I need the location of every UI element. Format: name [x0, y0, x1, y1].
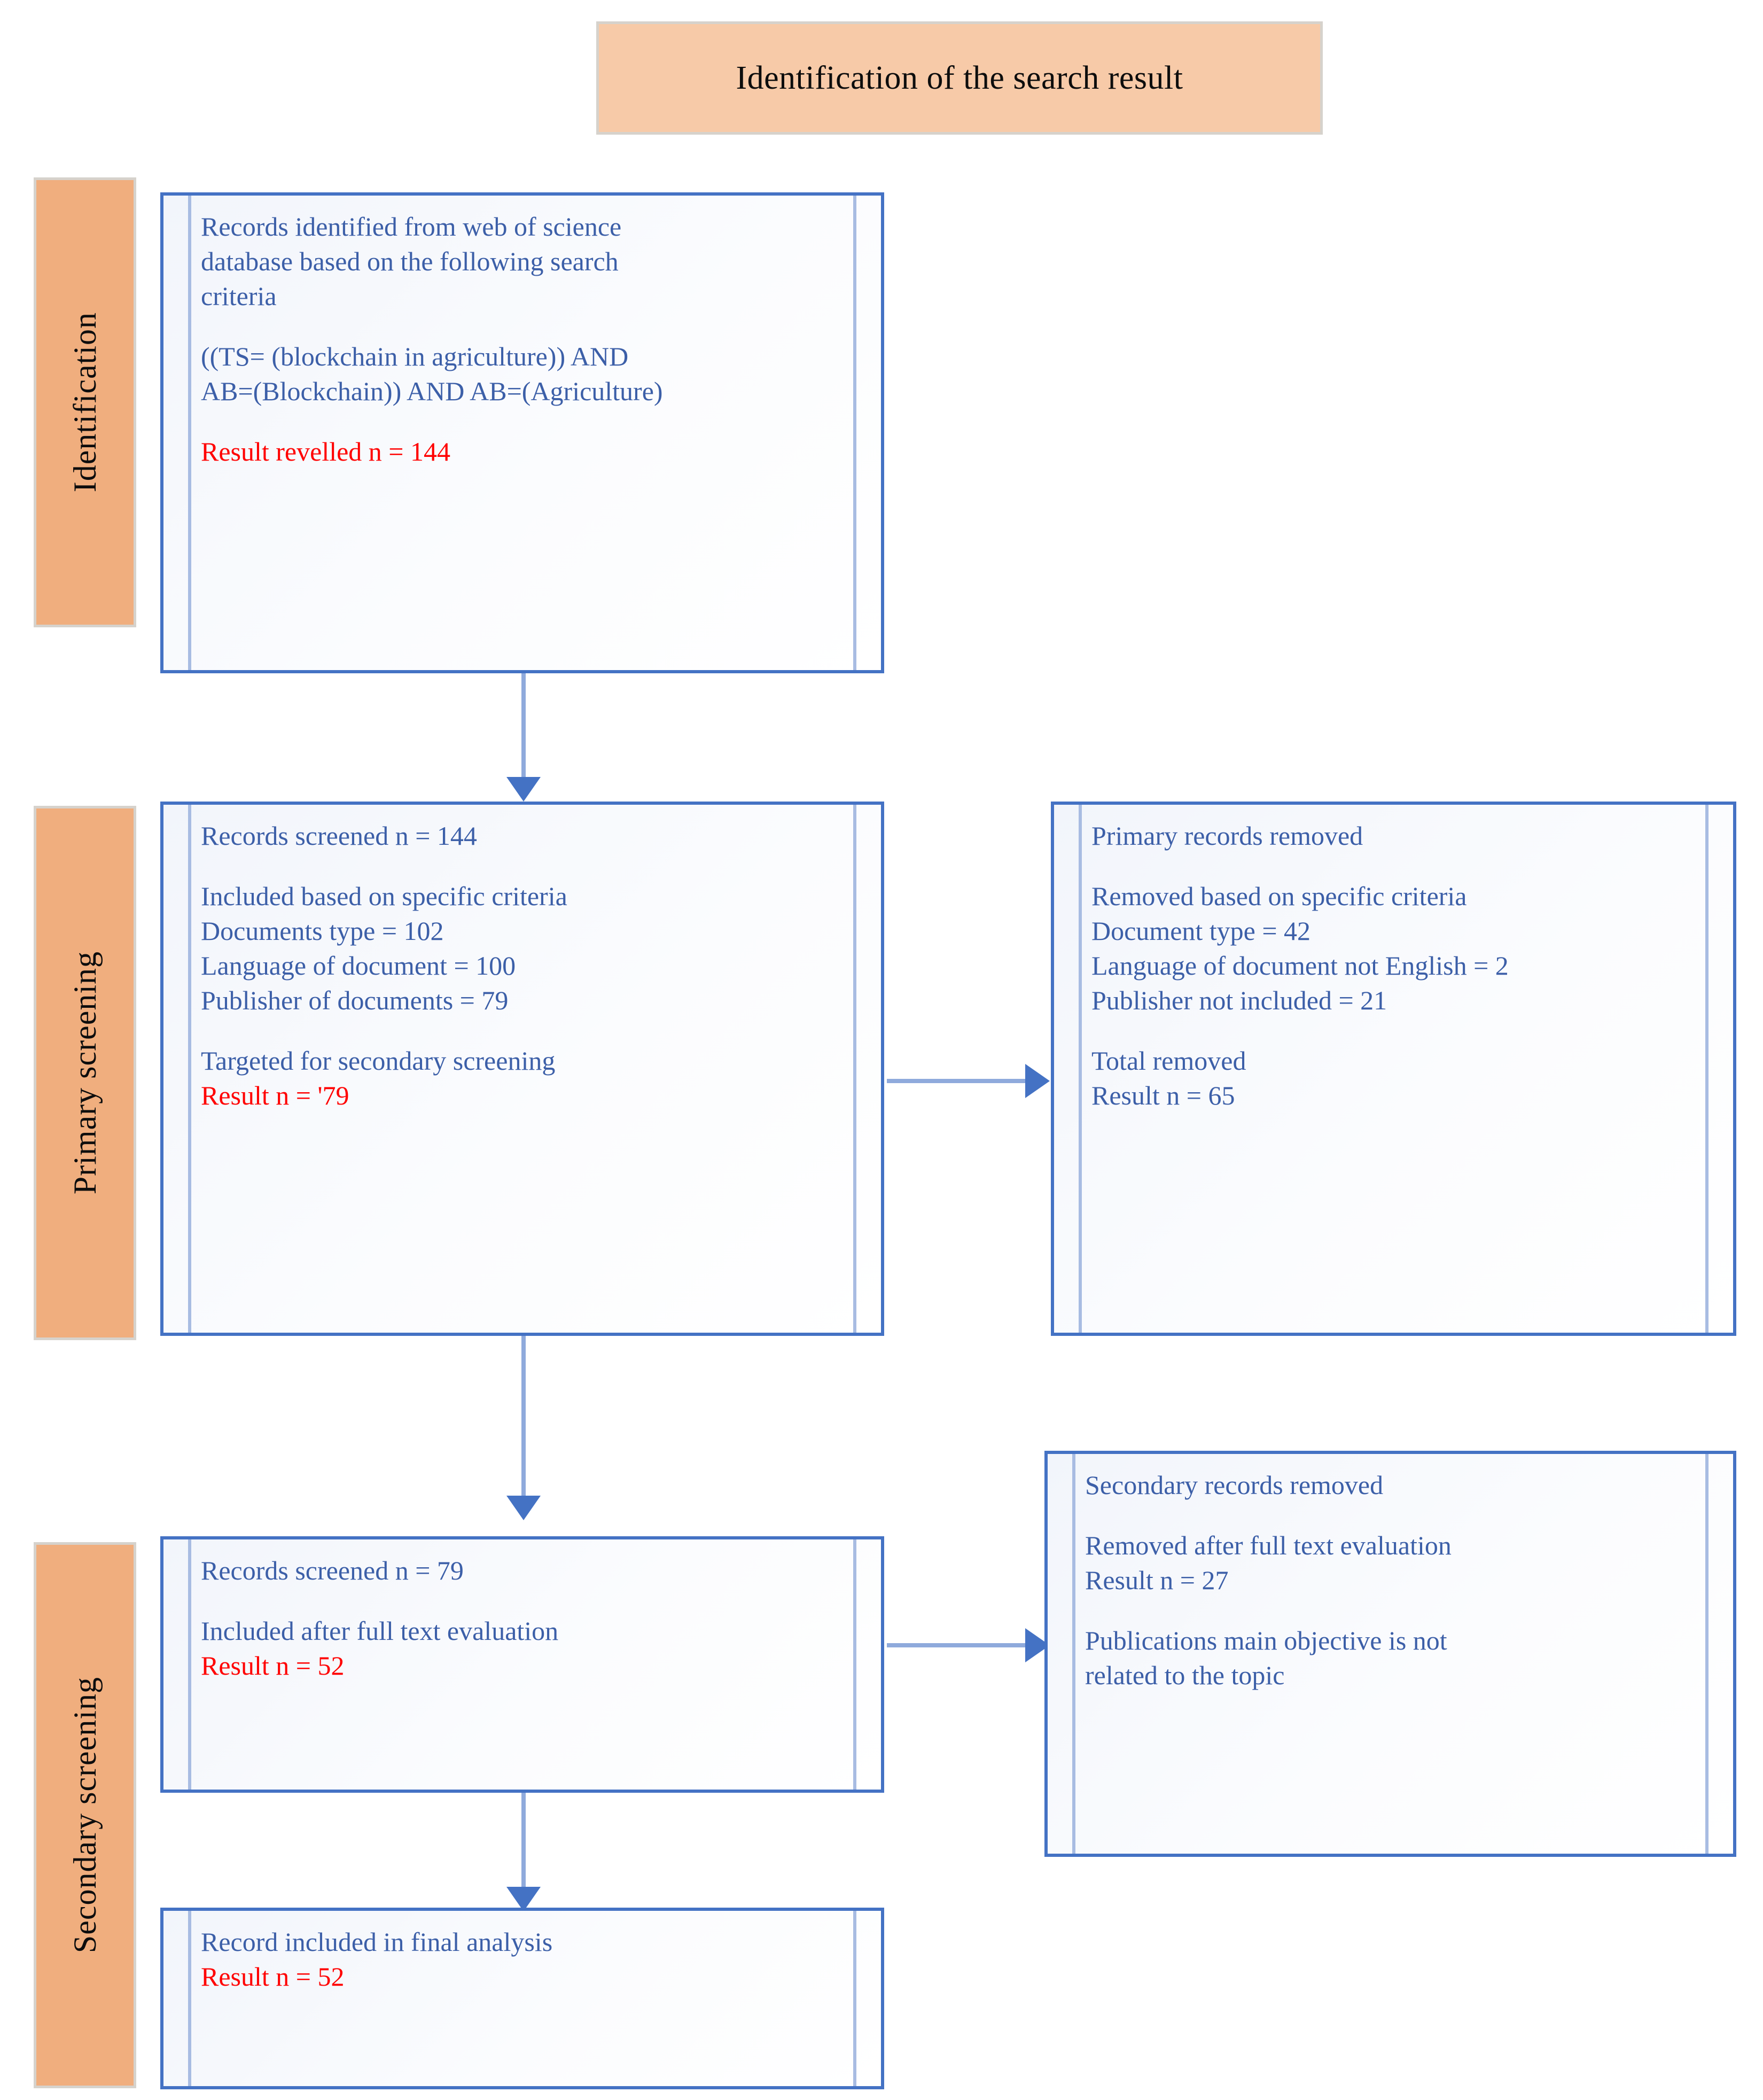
text-line: Record included in final analysis	[201, 1927, 553, 1957]
box-inner-rule-left	[188, 196, 191, 670]
arrow-stem	[887, 1643, 1027, 1647]
result-line: Result n = 52	[201, 1651, 345, 1681]
text-spacer	[1085, 1503, 1696, 1528]
text-spacer	[1091, 853, 1696, 879]
box-inner-rule-right	[853, 196, 856, 670]
stage-band-secondary-screening: Secondary screening	[34, 1542, 136, 2088]
stage-label-secondary-screening: Secondary screening	[67, 1677, 103, 1954]
text-spacer	[201, 1018, 844, 1044]
text-line: AB=(Blockchain)) AND AB=(Agriculture)	[201, 376, 663, 406]
box-final-included: Record included in final analysis Result…	[160, 1908, 884, 2089]
text-line: Language of document not English = 2	[1091, 951, 1509, 981]
diagram-title-banner: Identification of the search result	[596, 21, 1323, 135]
arrow-stem	[521, 1793, 526, 1887]
connector-primary-to-primary-removed	[887, 1064, 1050, 1098]
text-line: Document type = 42	[1091, 916, 1311, 946]
connector-identification-to-primary	[506, 673, 541, 802]
stage-label-identification: Identification	[67, 312, 103, 493]
arrow-stem	[521, 673, 526, 777]
box-inner-rule-left	[188, 805, 191, 1333]
arrow-stem	[887, 1079, 1027, 1083]
box-inner-rule-right	[853, 805, 856, 1333]
box-records-identified: Records identified from web of science d…	[160, 192, 884, 673]
box-inner-rule-right	[1705, 1454, 1709, 1854]
text-line: Included based on specific criteria	[201, 881, 567, 911]
text-line: Records screened n = 79	[201, 1555, 464, 1585]
box-secondary-records-removed: Secondary records removed Removed after …	[1044, 1451, 1736, 1857]
text-spacer	[201, 853, 844, 879]
text-line: ((TS= (blockchain in agriculture)) AND	[201, 341, 629, 371]
arrow-head-down-icon	[506, 777, 541, 802]
page-title: Identification of the search result	[736, 59, 1183, 96]
text-line: Records screened n = 144	[201, 821, 477, 851]
text-line: Result n = 65	[1091, 1080, 1235, 1110]
box-secondary-records-removed-body: Secondary records removed Removed after …	[1085, 1468, 1696, 1693]
box-records-screened-primary: Records screened n = 144 Included based …	[160, 802, 884, 1336]
text-spacer	[201, 314, 844, 339]
arrow-head-down-icon	[506, 1887, 541, 1911]
box-inner-rule-right	[1705, 805, 1709, 1333]
text-line: Total removed	[1091, 1046, 1246, 1076]
text-line: criteria	[201, 281, 277, 311]
box-inner-rule-right	[853, 1911, 856, 2086]
result-line: Result n = '79	[201, 1080, 349, 1110]
box-records-screened-secondary-body: Records screened n = 79 Included after f…	[201, 1553, 844, 1683]
stage-band-identification: Identification	[34, 177, 136, 627]
stage-band-primary-screening: Primary screening	[34, 806, 136, 1340]
text-spacer	[1085, 1598, 1696, 1623]
arrow-head-right-icon	[1025, 1064, 1050, 1098]
text-line: Documents type = 102	[201, 916, 444, 946]
connector-primary-to-secondary	[506, 1336, 541, 1520]
text-line: Publisher not included = 21	[1091, 985, 1387, 1015]
stage-label-primary-screening: Primary screening	[67, 951, 103, 1195]
text-line: database based on the following search	[201, 246, 619, 276]
text-line: Removed based on specific criteria	[1091, 881, 1467, 911]
box-final-included-body: Record included in final analysis Result…	[201, 1925, 844, 1994]
text-line: Removed after full text evaluation	[1085, 1530, 1452, 1560]
box-inner-rule-right	[853, 1539, 856, 1790]
text-line: Language of document = 100	[201, 951, 516, 981]
text-line: Result n = 27	[1085, 1565, 1229, 1595]
text-line: Included after full text evaluation	[201, 1616, 559, 1646]
text-line: related to the topic	[1085, 1660, 1285, 1690]
connector-secondary-to-secondary-removed	[887, 1628, 1050, 1662]
text-line: Records identified from web of science	[201, 212, 622, 242]
connector-secondary-to-final	[506, 1793, 541, 1911]
box-primary-records-removed-body: Primary records removed Removed based on…	[1091, 819, 1696, 1113]
arrow-head-down-icon	[506, 1496, 541, 1520]
text-line: Publisher of documents = 79	[201, 985, 509, 1015]
result-line: Result n = 52	[201, 1962, 345, 1992]
box-inner-rule-left	[1079, 805, 1082, 1333]
text-line: Publications main objective is not	[1085, 1625, 1447, 1655]
box-inner-rule-left	[1072, 1454, 1075, 1854]
text-spacer	[1091, 1018, 1696, 1044]
box-records-screened-primary-body: Records screened n = 144 Included based …	[201, 819, 844, 1113]
box-records-identified-body: Records identified from web of science d…	[201, 209, 844, 469]
result-line: Result revelled n = 144	[201, 437, 450, 466]
text-spacer	[201, 409, 844, 434]
text-spacer	[201, 1588, 844, 1614]
arrow-stem	[521, 1336, 526, 1496]
text-line: Secondary records removed	[1085, 1470, 1384, 1500]
box-inner-rule-left	[188, 1911, 191, 2086]
box-records-screened-secondary: Records screened n = 79 Included after f…	[160, 1536, 884, 1793]
text-line: Targeted for secondary screening	[201, 1046, 556, 1076]
box-inner-rule-left	[188, 1539, 191, 1790]
box-primary-records-removed: Primary records removed Removed based on…	[1051, 802, 1736, 1336]
text-line: Primary records removed	[1091, 821, 1363, 851]
